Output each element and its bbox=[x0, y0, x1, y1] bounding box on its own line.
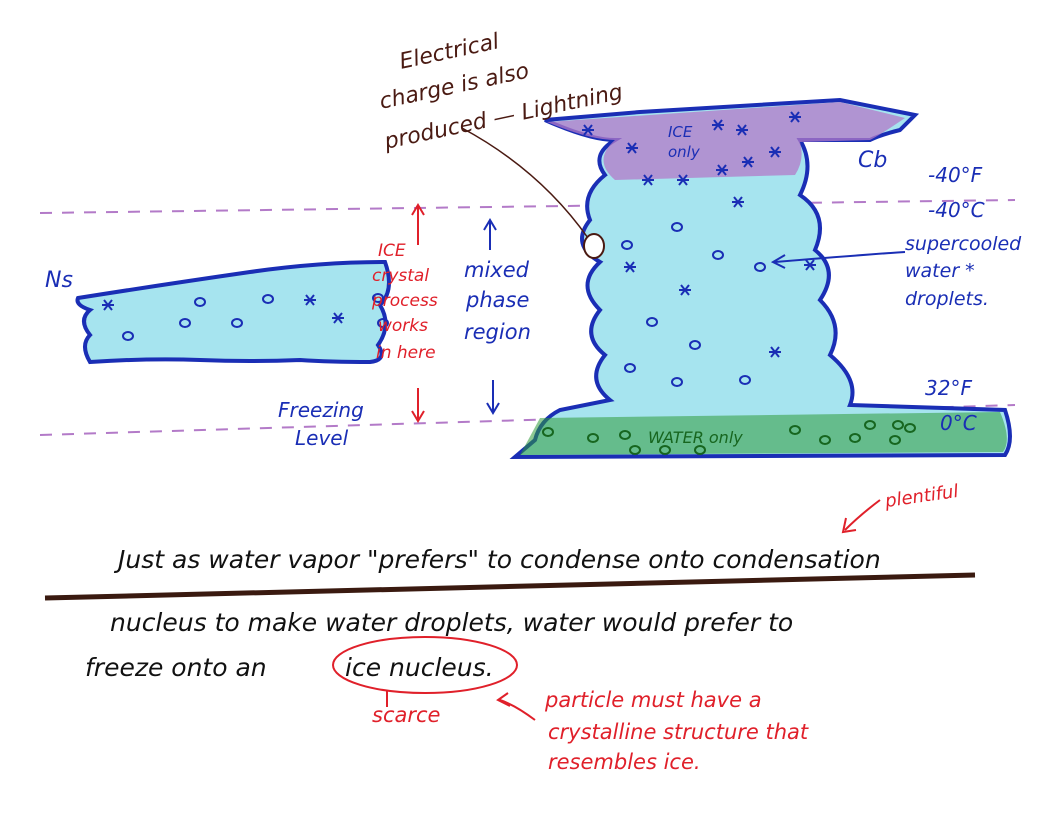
water-droplet-mark bbox=[624, 363, 636, 373]
ice-crystal-mark bbox=[642, 174, 654, 186]
particle-note-line2: crystalline structure that bbox=[548, 720, 809, 744]
water-droplet-mark bbox=[864, 420, 876, 430]
water-droplet-mark bbox=[262, 294, 274, 304]
freezing-level-line bbox=[39, 404, 1016, 436]
ice-process-line1: ICE bbox=[378, 241, 406, 261]
ice-crystal-mark bbox=[804, 259, 816, 271]
ice-process-line5: in here bbox=[376, 343, 436, 363]
charge-symbol bbox=[583, 233, 605, 259]
water-droplet-mark bbox=[621, 240, 633, 250]
water-droplet-mark bbox=[542, 427, 554, 437]
water-droplet-mark bbox=[689, 340, 701, 350]
ice-crystal-mark bbox=[769, 346, 781, 358]
temp-32f: 32°F bbox=[925, 376, 972, 400]
cb-label: Cb bbox=[858, 148, 888, 173]
ice-crystal-mark bbox=[626, 142, 638, 154]
ice-crystal-mark bbox=[304, 294, 316, 306]
minus-40-level-line bbox=[39, 199, 1016, 214]
ice-crystal-mark bbox=[789, 111, 801, 123]
ice-process-line3: process bbox=[372, 291, 438, 311]
freezing-level-line2: Level bbox=[295, 426, 349, 450]
water-droplet-mark bbox=[231, 318, 243, 328]
sentence-line1: Just as water vapor "prefers" to condens… bbox=[118, 545, 881, 574]
lightning-pointer-line bbox=[461, 127, 589, 239]
ice-crystal-mark bbox=[736, 124, 748, 136]
ice-process-line4: works bbox=[378, 316, 428, 336]
water-droplet-mark bbox=[789, 425, 801, 435]
ice-process-line2: crystal bbox=[372, 266, 430, 286]
ice-crystal-mark bbox=[677, 174, 689, 186]
water-droplet-mark bbox=[754, 262, 766, 272]
water-droplet-mark bbox=[694, 445, 706, 455]
ice-only-label-1: ICE bbox=[668, 123, 693, 141]
mixed-phase-line2: phase bbox=[466, 288, 530, 312]
mixed-phase-line3: region bbox=[464, 320, 531, 344]
particle-note-line3: resembles ice. bbox=[548, 750, 701, 774]
water-droplet-mark bbox=[377, 318, 389, 328]
water-droplet-mark bbox=[671, 377, 683, 387]
ice-crystal-mark bbox=[679, 284, 691, 296]
scarce-note: scarce bbox=[372, 703, 441, 727]
water-droplet-mark bbox=[739, 375, 751, 385]
water-droplet-mark bbox=[194, 297, 206, 307]
particle-note-line1: particle must have a bbox=[545, 688, 762, 712]
water-region-shading bbox=[520, 412, 1007, 455]
ice-crystal-mark bbox=[102, 299, 114, 311]
temp-minus40c: -40°C bbox=[928, 198, 985, 222]
ice-crystal-mark bbox=[732, 196, 744, 208]
ice-crystal-mark bbox=[716, 164, 728, 176]
mixed-phase-arrows bbox=[483, 218, 906, 415]
temp-0c: 0°C bbox=[940, 411, 977, 435]
ice-only-label-2: only bbox=[668, 143, 700, 161]
water-droplet-mark bbox=[671, 222, 683, 232]
temp-minus40f: -40°F bbox=[928, 163, 983, 187]
underline-rule bbox=[44, 572, 976, 601]
ice-crystal-mark bbox=[712, 119, 724, 131]
supercooled-line2: water * bbox=[905, 260, 975, 282]
ice-crystal-mark bbox=[332, 312, 344, 324]
supercooled-line3: droplets. bbox=[905, 288, 989, 310]
ns-label: Ns bbox=[45, 268, 73, 293]
sentence-line3a: freeze onto an bbox=[85, 653, 267, 682]
particle-marks bbox=[102, 111, 916, 455]
water-droplet-mark bbox=[819, 435, 831, 445]
water-droplet-mark bbox=[892, 420, 904, 430]
water-droplet-mark bbox=[659, 445, 671, 455]
water-droplet-mark bbox=[179, 318, 191, 328]
water-droplet-mark bbox=[712, 250, 724, 260]
ice-process-arrows bbox=[332, 203, 881, 721]
freezing-level-line1: Freezing bbox=[278, 398, 364, 422]
ice-crystal-mark bbox=[742, 156, 754, 168]
ice-region-shading bbox=[547, 102, 905, 180]
supercooled-line1: supercooled bbox=[905, 233, 1022, 255]
water-droplet-mark bbox=[904, 423, 916, 433]
water-droplet-mark bbox=[849, 433, 861, 443]
water-droplet-mark bbox=[122, 331, 134, 341]
water-droplet-mark bbox=[889, 435, 901, 445]
water-droplet-mark bbox=[646, 317, 658, 327]
ice-crystal-mark bbox=[582, 124, 594, 136]
ice-crystal-mark bbox=[769, 146, 781, 158]
water-droplet-mark bbox=[372, 293, 384, 303]
water-droplet-mark bbox=[629, 445, 641, 455]
sentence-line3b: ice nucleus. bbox=[345, 653, 494, 682]
water-droplet-mark bbox=[619, 430, 631, 440]
water-only-label: WATER only bbox=[648, 428, 743, 447]
sentence-line2: nucleus to make water droplets, water wo… bbox=[110, 608, 794, 637]
ns-cloud bbox=[75, 259, 391, 365]
mixed-phase-line1: mixed bbox=[464, 258, 529, 282]
water-droplet-mark bbox=[587, 433, 599, 443]
ice-crystal-mark bbox=[624, 261, 636, 273]
